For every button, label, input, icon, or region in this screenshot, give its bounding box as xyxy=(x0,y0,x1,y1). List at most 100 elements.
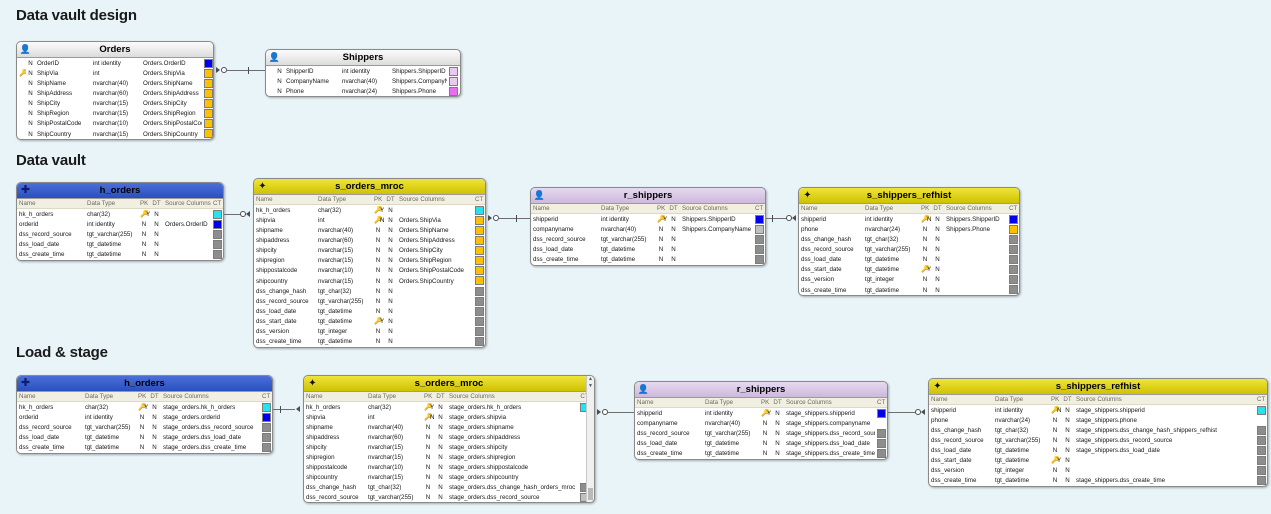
table-header[interactable]: ✚h_orders xyxy=(17,376,272,392)
table-header[interactable]: 👤Shippers xyxy=(266,50,460,66)
cell-name: shipvia xyxy=(306,413,326,421)
table-header[interactable]: 👤r_shippers xyxy=(531,188,765,204)
table-header[interactable]: ✦s_orders_mroc xyxy=(304,376,594,392)
cell-name: hk_h_orders xyxy=(306,403,341,411)
table-header[interactable]: 👤r_shippers xyxy=(635,382,887,398)
table-header[interactable]: ✦s_shippers_refhist xyxy=(929,379,1267,395)
cell-source xyxy=(680,244,753,254)
vertical-scrollbar[interactable]: ▲▼ xyxy=(586,376,594,503)
table-header[interactable]: ✦s_orders_mroc xyxy=(254,179,485,195)
cell-name: dss_record_source xyxy=(533,235,586,243)
scroll-thumb[interactable] xyxy=(588,488,593,501)
cell-pk: N xyxy=(1052,477,1058,485)
table-header[interactable]: 👤Orders xyxy=(17,42,213,58)
table-header[interactable]: ✚h_orders xyxy=(17,183,223,199)
scroll-up-icon[interactable]: ▲ xyxy=(588,376,593,382)
table-header[interactable]: ✦s_shippers_refhist xyxy=(799,188,1019,204)
scroll-down-icon[interactable]: ▼ xyxy=(588,383,593,389)
